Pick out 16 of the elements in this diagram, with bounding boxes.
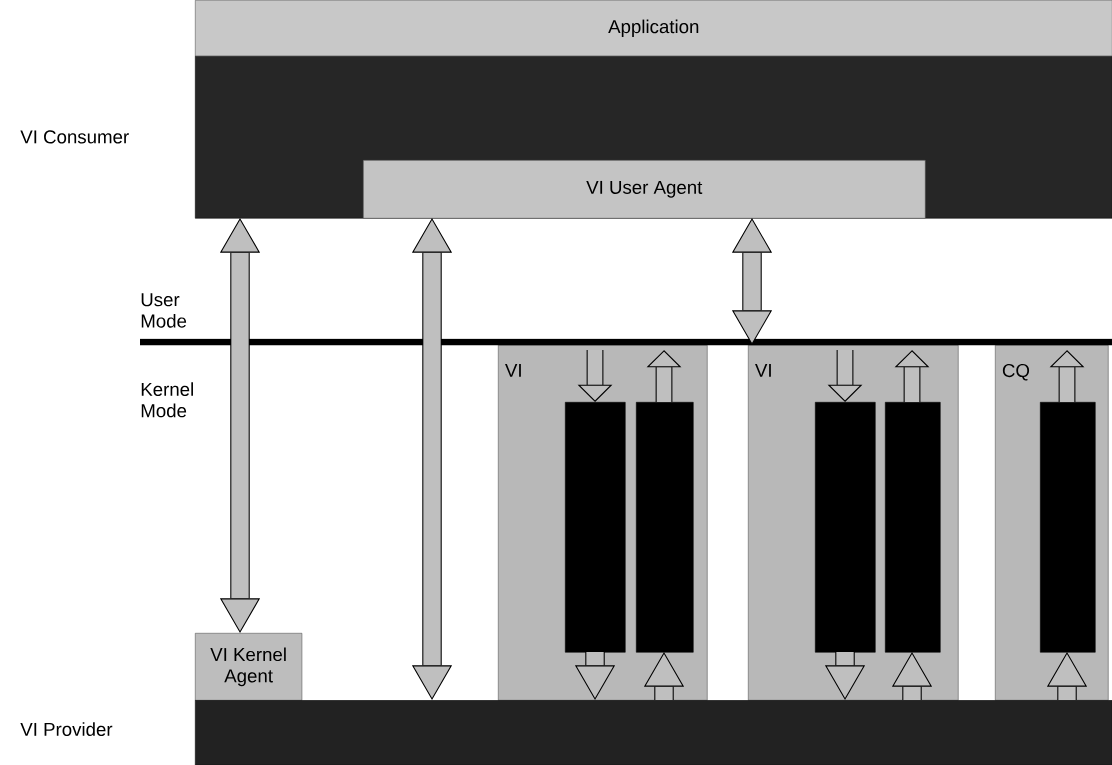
queue-bar [1040,402,1096,653]
queue-bar [565,402,626,653]
agent-box: VI Kernel Agent [195,633,303,701]
block-arrow [219,218,261,633]
agent-box: VI User Agent [363,160,926,219]
side-label: Kernel Mode [141,382,193,418]
queue-bar [636,402,694,653]
adapter-band [195,700,1112,765]
queue-bar [885,402,941,653]
side-label: VI Provider [20,722,113,736]
block-arrow [731,218,773,345]
queue-bar [815,402,876,653]
application-box: Application [195,0,1112,57]
side-label: User Mode [141,293,187,328]
side-label: VI Consumer [20,130,129,144]
block-arrow [411,218,453,700]
